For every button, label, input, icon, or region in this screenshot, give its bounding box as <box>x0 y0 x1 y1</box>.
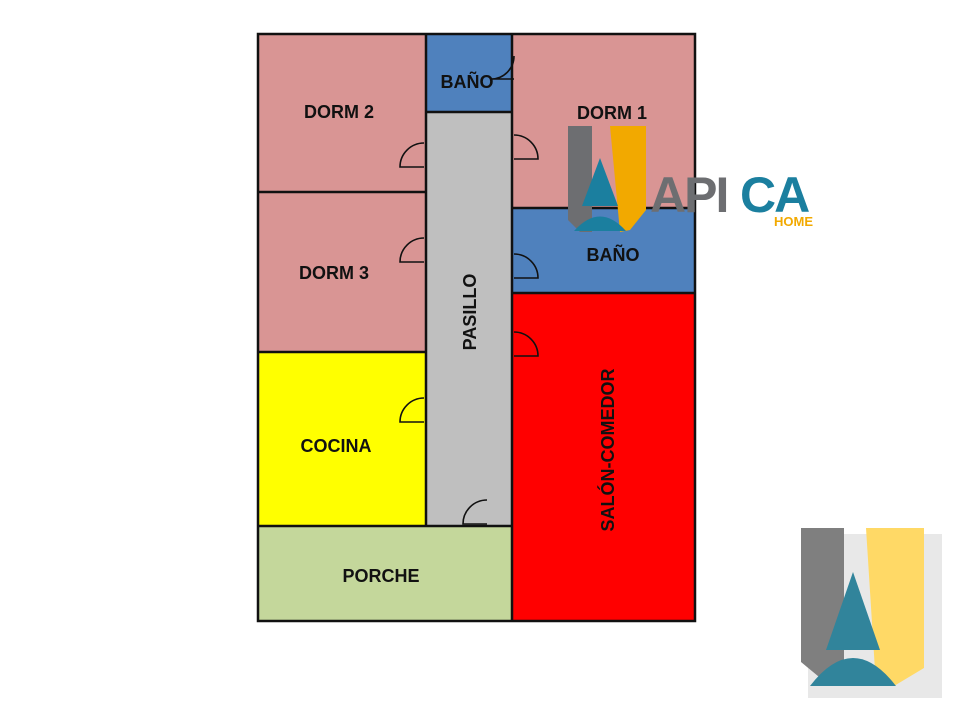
corner-logo-blue-triangle <box>826 572 880 650</box>
logo-sub-home: HOME <box>774 214 813 229</box>
label-porche: PORCHE <box>342 566 419 586</box>
door-dorm-1 <box>513 134 539 160</box>
label-bano-mid: BAÑO <box>587 244 640 265</box>
logo-blue-triangle <box>582 158 618 206</box>
logo-blue-arc <box>574 216 626 231</box>
room-dorm-2 <box>258 34 426 192</box>
room-salon-comedor <box>512 293 695 621</box>
door-bano-mid <box>513 253 539 279</box>
walls <box>256 32 697 623</box>
room-cocina <box>258 352 426 526</box>
label-cocina: COCINA <box>301 436 372 456</box>
label-pasillo: PASILLO <box>460 274 480 351</box>
door-salon <box>513 331 539 357</box>
door-bano-top <box>490 55 515 80</box>
room-pasillo <box>426 112 512 526</box>
room-bano-top <box>426 34 512 112</box>
label-dorm-2: DORM 2 <box>304 102 374 122</box>
label-dorm-1: DORM 1 <box>577 103 647 123</box>
room-dorm-3 <box>258 192 426 352</box>
door-dorm-2 <box>399 142 425 168</box>
doors <box>399 55 539 525</box>
corner-logo-yellow-shape <box>866 528 924 686</box>
door-dorm-3 <box>399 237 425 263</box>
label-dorm-3: DORM 3 <box>299 263 369 283</box>
apica-watermark-logo: API CA HOME <box>568 126 813 232</box>
corner-logo-blue-arc <box>810 658 896 686</box>
logo-letters-gray: API <box>650 167 727 223</box>
logo-yellow-shape <box>610 126 646 232</box>
label-bano-top: BAÑO <box>441 71 494 92</box>
apica-corner-logo <box>801 528 942 698</box>
label-salon-comedor: SALÓN-COMEDOR <box>597 369 618 532</box>
room-porche <box>258 526 512 621</box>
door-cocina <box>399 397 425 423</box>
logo-letters-blue: CA <box>740 167 809 223</box>
door-porche <box>462 499 488 525</box>
logo-gray-shape <box>568 126 592 232</box>
